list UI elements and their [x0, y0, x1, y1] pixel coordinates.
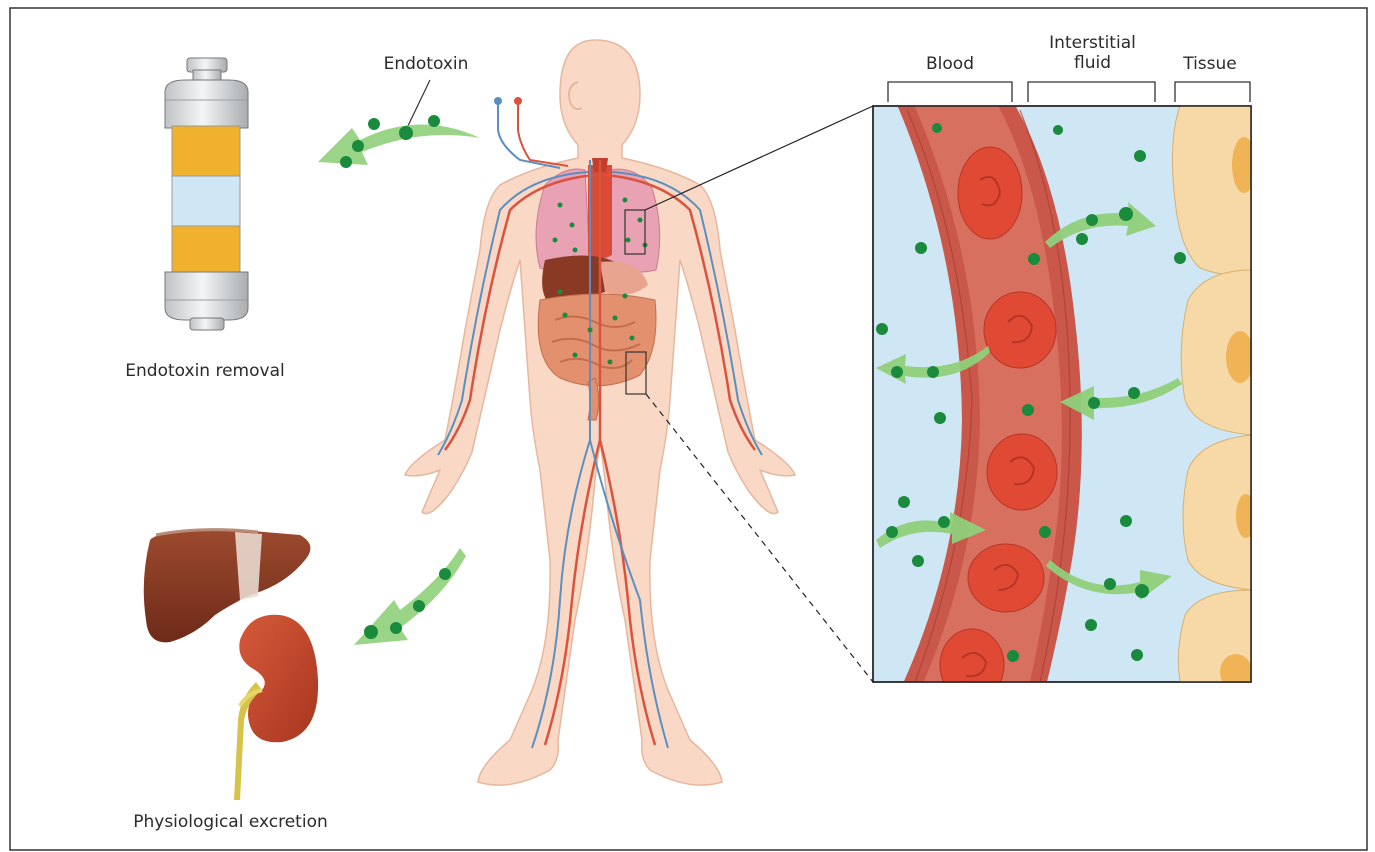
endotoxin-removal-cartridge-icon — [165, 58, 248, 330]
human-body-circulation-icon — [405, 40, 795, 785]
endotoxin-pointer-line — [406, 80, 430, 130]
zoom-panel — [873, 100, 1256, 701]
zoom-connector-dashed — [646, 394, 873, 682]
red-blood-cell — [958, 147, 1022, 239]
red-blood-cell — [940, 629, 1004, 701]
endotoxin-label: Endotoxin — [340, 54, 512, 74]
zoom-connector-solid — [645, 106, 873, 210]
tissue-label: Tissue — [1165, 54, 1255, 74]
removal-arrow-icon — [318, 115, 480, 168]
interstitial-fluid-label-line2: fluid — [1025, 53, 1160, 73]
red-blood-cell — [984, 292, 1056, 368]
red-blood-cell — [987, 434, 1057, 510]
blood-label: Blood — [880, 54, 1020, 74]
section-brackets — [888, 82, 1250, 102]
physiological-excretion-label: Physiological excretion — [108, 812, 353, 832]
endotoxin-removal-label: Endotoxin removal — [105, 361, 305, 381]
interstitial-fluid-label: Interstitial fluid — [1025, 33, 1160, 73]
kidney-icon — [234, 615, 318, 800]
interstitial-fluid-label-line1: Interstitial — [1025, 33, 1160, 53]
excretion-arrow-icon — [354, 548, 466, 645]
red-blood-cell — [968, 544, 1044, 612]
